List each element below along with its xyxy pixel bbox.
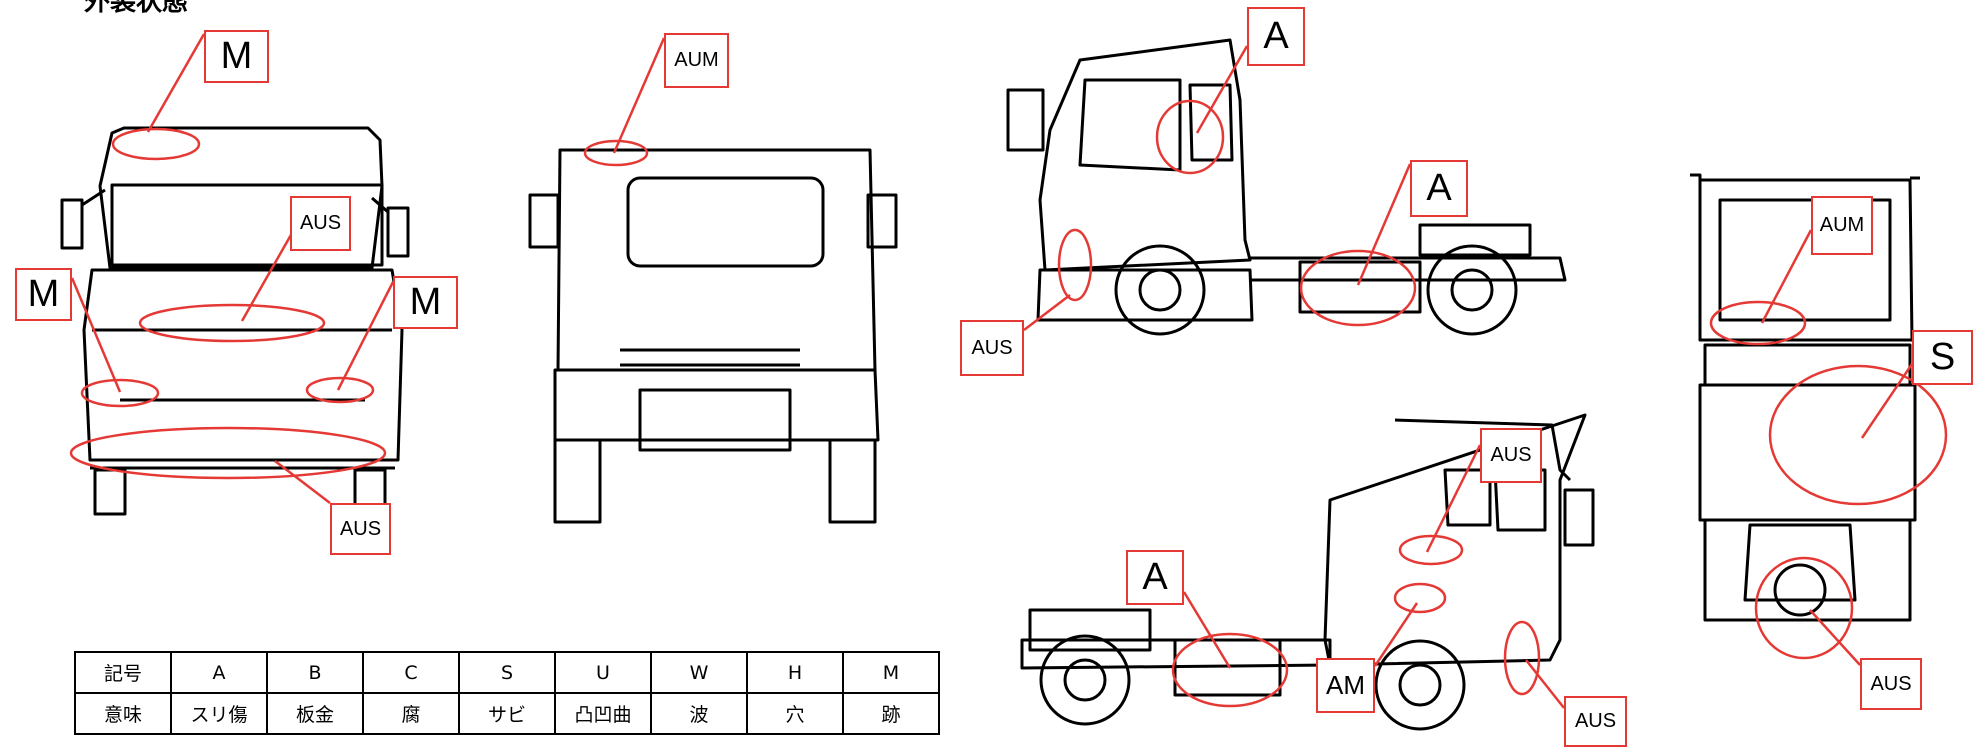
legend-meaning: 腐 [362,692,460,735]
marker-front-top: M [204,30,269,83]
marker-right-side-tank: A [1126,550,1184,605]
marker-front-bumper: AUS [330,503,391,555]
legend-header-label: 記号 [74,651,172,694]
marker-left-side-door: A [1247,7,1305,66]
marker-front-windshield: AUS [290,196,351,251]
marker-front-left-lamp: M [15,268,72,321]
marker-top-roof: AUM [1811,196,1873,255]
damage-markers [69,33,1948,709]
legend-table: 記号 A B C S U W H M 意味 スリ傷 板金 腐 サビ 凸凹曲 波 … [74,651,940,735]
legend-code: C [362,651,460,694]
legend-meaning-row: 意味 スリ傷 板金 腐 サビ 凸凹曲 波 穴 跡 [74,692,940,735]
marker-right-side-upper: AUS [1480,428,1542,483]
legend-code: H [746,651,844,694]
left-side-view-truck [1006,38,1567,336]
legend-code: M [842,651,940,694]
legend-code: A [170,651,268,694]
marker-right-side-step: AM [1316,658,1375,713]
legend-meaning: 板金 [266,692,364,735]
legend-code: U [554,651,652,694]
marker-left-side-tank: A [1410,160,1468,217]
legend-meaning: スリ傷 [170,692,268,735]
legend-meaning: サビ [458,692,556,735]
marker-left-side-bumper: AUS [960,320,1024,376]
marker-top-rear: AUS [1860,658,1922,710]
marker-right-side-bumper: AUS [1564,696,1627,747]
marker-front-right-lamp: M [393,276,458,329]
marker-top-cab-roof: S [1912,330,1973,385]
legend-meaning: 波 [650,692,748,735]
legend-meaning: 穴 [746,692,844,735]
legend-code: W [650,651,748,694]
marker-rear-top: AUM [664,33,729,88]
legend-code: S [458,651,556,694]
legend-code-row: 記号 A B C S U W H M [74,651,940,694]
rear-view-truck [528,148,898,524]
legend-meaning: 凸凹曲 [554,692,652,735]
legend-meaning-label: 意味 [74,692,172,735]
front-view-truck [60,126,410,516]
legend-code: B [266,651,364,694]
page-title: 外装状態 [84,0,189,17]
legend-meaning: 跡 [842,692,940,735]
